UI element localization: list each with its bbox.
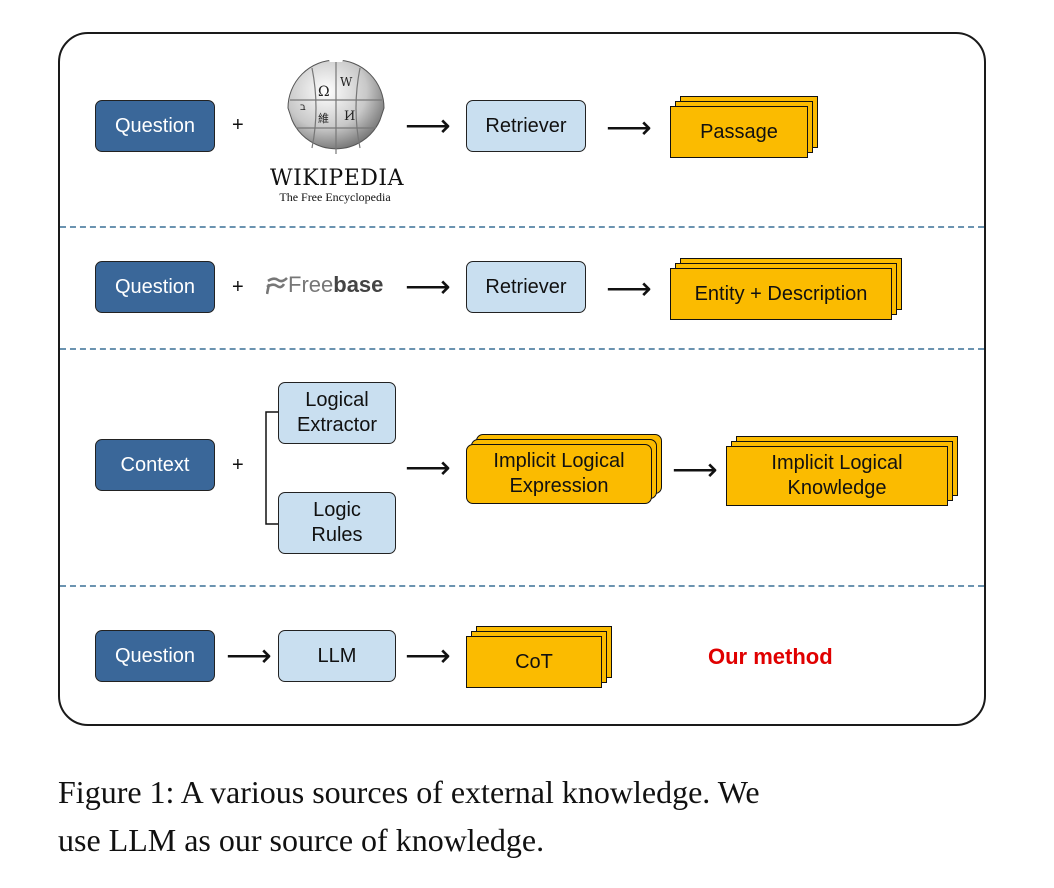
separator-2 bbox=[60, 348, 984, 350]
implicit-expression-output: Implicit Logical Expression bbox=[466, 444, 652, 504]
freebase-suffix: base bbox=[333, 272, 384, 297]
arrow-to-implicit-expression: ⟶ bbox=[405, 449, 451, 485]
entity-description-output: Entity + Description bbox=[670, 268, 892, 320]
question-box-wikipedia: Question bbox=[95, 100, 215, 152]
wikipedia-globe-icon: Ω W И 維 ב bbox=[287, 54, 385, 154]
llm-box: LLM bbox=[278, 630, 396, 682]
arrow-freebase-to-retriever: ⟶ bbox=[405, 268, 451, 304]
retriever-box-wikipedia: Retriever bbox=[466, 100, 586, 152]
arrow-wiki-to-retriever: ⟶ bbox=[405, 107, 451, 143]
caption-line-2: use LLM as our source of knowledge. bbox=[58, 822, 545, 858]
cot-output: CoT bbox=[466, 636, 602, 688]
wikipedia-wordmark: WIKIPEDIA bbox=[270, 166, 405, 191]
passage-stack: Passage bbox=[670, 96, 818, 158]
passage-output: Passage bbox=[670, 106, 808, 158]
our-method-label: Our method bbox=[708, 644, 833, 669]
caption-line-1: Figure 1: A various sources of external … bbox=[58, 774, 760, 810]
cot-stack: CoT bbox=[466, 626, 612, 688]
figure-caption: Figure 1: A various sources of external … bbox=[58, 768, 998, 864]
implicit-expression-stack: Implicit Logical Expression bbox=[466, 434, 662, 504]
svg-text:И: И bbox=[344, 109, 355, 124]
svg-text:維: 維 bbox=[318, 112, 329, 125]
svg-text:W: W bbox=[340, 75, 353, 89]
logic-rules-box: Logic Rules bbox=[278, 492, 396, 554]
freebase-prefix: Free bbox=[288, 272, 334, 297]
plus-sign-logic: + bbox=[232, 454, 244, 476]
arrow-retriever-to-passage: ⟶ bbox=[606, 109, 652, 145]
entity-description-stack: Entity + Description bbox=[670, 258, 902, 320]
plus-sign-freebase: + bbox=[232, 276, 244, 298]
svg-text:Ω: Ω bbox=[318, 84, 330, 100]
arrow-to-implicit-knowledge: ⟶ bbox=[672, 451, 718, 487]
separator-3 bbox=[60, 585, 984, 587]
question-box-llm: Question bbox=[95, 630, 215, 682]
arrow-retriever-to-entity: ⟶ bbox=[606, 270, 652, 306]
svg-text:ב: ב bbox=[300, 102, 306, 113]
wikipedia-tagline: The Free Encyclopedia bbox=[279, 190, 391, 204]
context-box: Context bbox=[95, 439, 215, 491]
implicit-knowledge-stack: Implicit Logical Knowledge bbox=[726, 436, 958, 506]
retriever-box-freebase: Retriever bbox=[466, 261, 586, 313]
question-box-freebase: Question bbox=[95, 261, 215, 313]
logical-extractor-box: Logical Extractor bbox=[278, 382, 396, 444]
arrow-llm-to-cot: ⟶ bbox=[405, 637, 451, 673]
plus-sign-wikipedia: + bbox=[232, 114, 244, 136]
diagram-frame bbox=[58, 32, 986, 726]
implicit-knowledge-output: Implicit Logical Knowledge bbox=[726, 446, 948, 506]
separator-1 bbox=[60, 226, 984, 228]
arrow-question-to-llm: ⟶ bbox=[226, 637, 272, 673]
bracket-connector bbox=[265, 411, 282, 525]
freebase-logo-icon bbox=[266, 277, 288, 295]
freebase-logo: Freebase bbox=[266, 272, 383, 298]
